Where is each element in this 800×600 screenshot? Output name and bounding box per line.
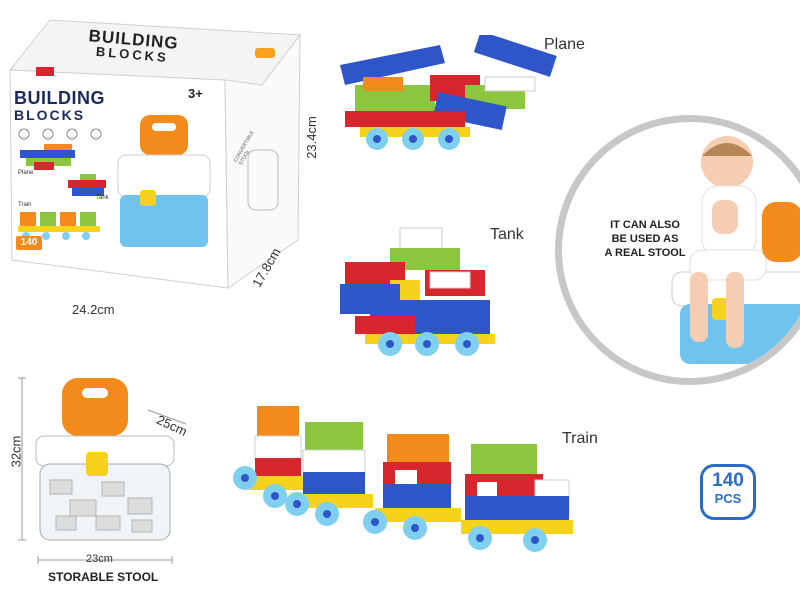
stool-height-label: 32cm bbox=[8, 435, 24, 468]
stool-use-circle: IT CAN ALSO BE USED AS A REAL STOOL bbox=[555, 115, 800, 385]
box-front-title: BUILDING BLOCKS bbox=[14, 88, 105, 123]
pcs-badge: 140 PCS bbox=[700, 464, 756, 520]
box-count-value: 140 bbox=[20, 237, 38, 248]
plane-label: Plane bbox=[544, 36, 585, 53]
pcs-badge-number: 140 bbox=[712, 470, 744, 491]
stool-use-text-line3: A REAL STOOL bbox=[604, 247, 686, 259]
storable-stool-drawing bbox=[18, 377, 187, 564]
box-mini-label-tank: Tank bbox=[96, 195, 109, 201]
train-wheels bbox=[233, 466, 547, 552]
child-on-stool-illustration bbox=[671, 136, 800, 364]
box-front-title-line2: BLOCKS bbox=[14, 107, 86, 123]
pcs-badge-unit: PCS bbox=[714, 491, 742, 506]
tank-model bbox=[340, 227, 495, 356]
stool-use-text-line1: IT CAN ALSO bbox=[610, 219, 680, 231]
stool-use-text-line2: BE USED AS bbox=[611, 233, 679, 245]
train-label: Train bbox=[562, 430, 598, 447]
box-mini-label-train: Train bbox=[18, 202, 32, 208]
stool-width-label: 23cm bbox=[86, 553, 113, 565]
train-model bbox=[233, 406, 573, 552]
box-height-label: 23.4cm bbox=[303, 116, 319, 159]
box-mini-label-plane: Plane bbox=[18, 170, 34, 176]
box-count-badge: 140 bbox=[16, 236, 42, 250]
tank-label: Tank bbox=[490, 226, 524, 243]
product-box: BUILDING BLOCKS BUILDING BLOCKS 3+ 140 P… bbox=[0, 0, 310, 300]
stool-use-text: IT CAN ALSO BE USED AS A REAL STOOL bbox=[580, 218, 710, 260]
stored-bricks bbox=[49, 479, 153, 533]
box-front-title-line1: BUILDING bbox=[14, 88, 105, 108]
storable-stool-caption: STORABLE STOOL bbox=[48, 570, 159, 584]
product-box-drawing bbox=[9, 19, 301, 289]
box-width-label: 24.2cm bbox=[72, 302, 115, 317]
plane-model bbox=[340, 35, 557, 150]
age-label: 3+ bbox=[188, 86, 203, 101]
